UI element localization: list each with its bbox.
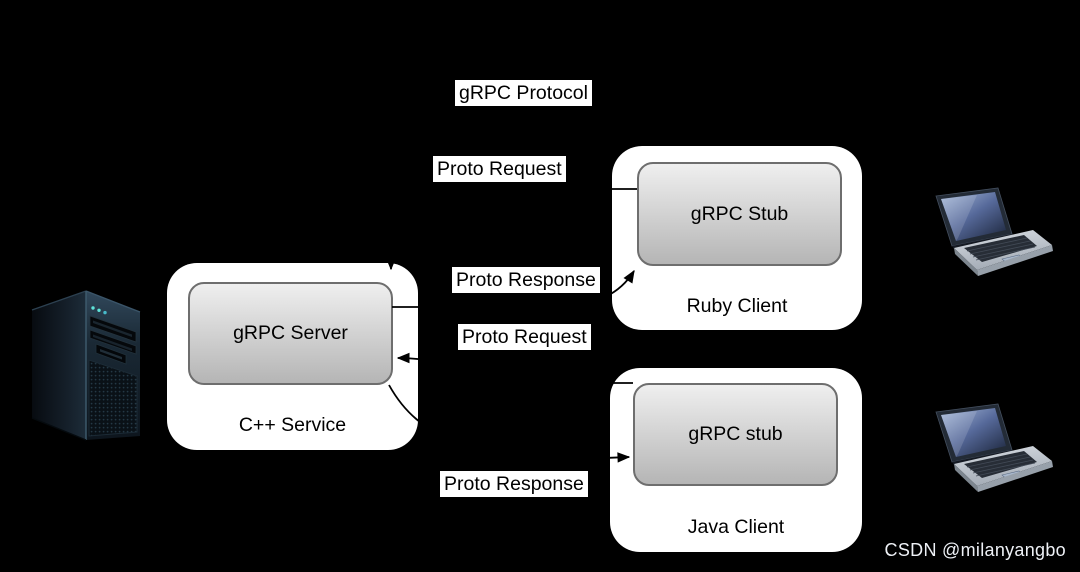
grpc-stub-ruby-label: gRPC Stub: [690, 202, 789, 225]
grpc-stub-java-label: gRPC stub: [688, 423, 783, 445]
arrow-proto-response-server-to-java: [388, 384, 629, 459]
server-tower-icon: [26, 286, 148, 448]
proto-response-ruby-label: Proto Response: [452, 267, 600, 293]
java-client-label: Java Client: [687, 516, 785, 538]
arrow-proto-request-java-to-server: [398, 358, 633, 384]
grpc-stub-ruby-box: gRPC Stub: [637, 162, 842, 266]
laptop-icon: [914, 175, 1066, 295]
cpp-service-label: C++ Service: [238, 414, 347, 436]
csdn-watermark: CSDN @milanyangbo: [884, 540, 1066, 560]
grpc-server-box: gRPC Server: [188, 282, 393, 385]
proto-response-java-label: Proto Response: [440, 471, 588, 497]
proto-request-java-label: Proto Request: [458, 324, 591, 350]
grpc-stub-java-box: gRPC stub: [633, 383, 838, 486]
ruby-client-label: Ruby Client: [686, 295, 788, 317]
grpc-protocol-label: gRPC Protocol: [455, 80, 592, 106]
proto-request-ruby-label: Proto Request: [433, 156, 566, 182]
arrow-proto-request-ruby-to-server: [391, 188, 637, 269]
laptop-icon: [914, 391, 1066, 511]
grpc-server-label: gRPC Server: [233, 322, 348, 344]
